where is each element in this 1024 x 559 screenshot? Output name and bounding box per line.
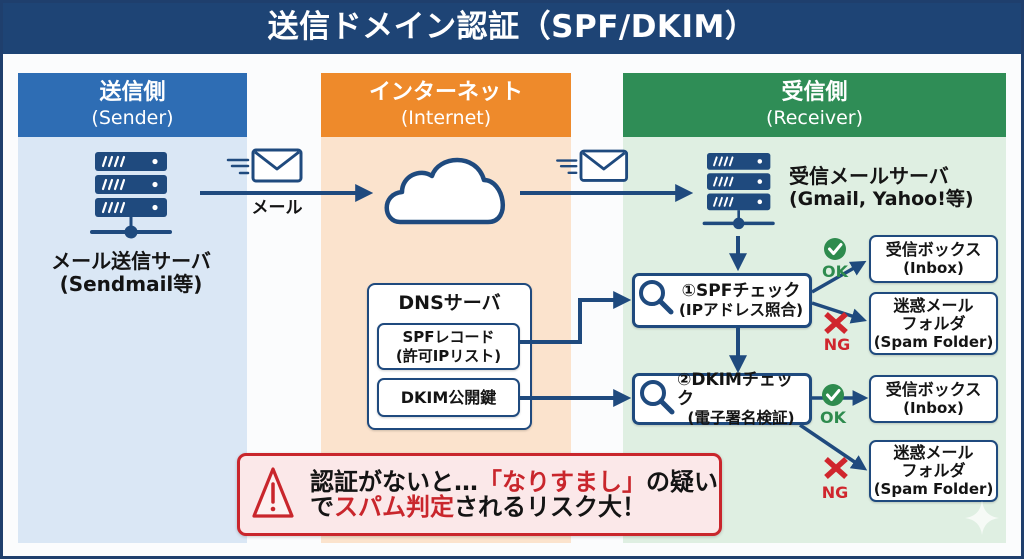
inbox-title: 受信ボックス: [885, 240, 982, 259]
spf-check-box: ①SPFチェック (IPアドレス照合): [632, 273, 812, 328]
dkim-spam-folder-box: 迷惑メール フォルダ (Spam Folder): [869, 440, 998, 502]
receiver-server-example: (Gmail, Yahoo!等): [789, 188, 974, 210]
dkim-check-subtitle: (電子署名検証): [687, 408, 795, 427]
spf-record-box: SPFレコード (許可IPリスト): [377, 323, 520, 370]
column-body-sender: [18, 137, 247, 543]
column-subtitle: (Sender): [91, 107, 174, 129]
column-header-internet: インターネット (Internet): [321, 73, 571, 137]
column-subtitle: (Receiver): [765, 107, 864, 129]
receiver-server-name: 受信メールサーバ: [789, 164, 949, 188]
dkim-check-title: ②DKIMチェック: [677, 369, 793, 409]
column-header-sender: 送信側 (Sender): [18, 73, 247, 137]
warning-text: 認証がないと…「なりすまし」の疑い でスパム判定されるリスク大！: [310, 456, 718, 533]
sender-server-example: (Sendmail等): [59, 272, 203, 296]
spam-subtitle: (Spam Folder): [873, 332, 994, 351]
warning-highlight: スパム判定: [334, 492, 454, 521]
dkim-ng-label: NG: [821, 483, 849, 502]
column-sender: 送信側 (Sender): [18, 73, 247, 543]
dns-server-title: DNSサーバ: [398, 292, 501, 314]
spf-ng-label: NG: [823, 335, 851, 354]
inbox-subtitle: (Inbox): [903, 399, 964, 417]
spf-check-subtitle: (IPアドレス照合): [678, 300, 804, 319]
dns-server-box: DNSサーバ SPFレコード (許可IPリスト) DKIM公開鍵: [367, 283, 532, 430]
spf-spam-folder-box: 迷惑メール フォルダ (Spam Folder): [869, 292, 998, 355]
sender-server-label: メール送信サーバ (Sendmail等): [31, 250, 231, 296]
inbox-subtitle: (Inbox): [903, 259, 964, 277]
column-title: 受信側: [781, 80, 848, 105]
spam-title-2: フォルダ: [901, 461, 966, 480]
warning-text-segment: されるリスク大！: [454, 492, 646, 521]
title-bar: 送信ドメイン認証（SPF/DKIM）: [0, 0, 1024, 54]
page-title: 送信ドメイン認証（SPF/DKIM）: [267, 9, 757, 45]
warning-banner: 認証がないと…「なりすまし」の疑い でスパム判定されるリスク大！: [237, 453, 722, 536]
mail-label: メール: [251, 198, 303, 218]
spam-title-2: フォルダ: [901, 313, 966, 333]
spf-record-subtitle: (許可IPリスト): [395, 346, 502, 365]
receiver-server-label: 受信メールサーバ (Gmail, Yahoo!等): [789, 165, 974, 211]
spam-subtitle: (Spam Folder): [873, 480, 994, 498]
dkim-public-key-box: DKIM公開鍵: [377, 378, 520, 417]
spf-ok-label: OK: [822, 262, 848, 281]
column-header-receiver: 受信側 (Receiver): [623, 73, 1006, 137]
spam-title: 迷惑メール: [893, 443, 974, 462]
sender-server-name: メール送信サーバ: [51, 249, 211, 273]
warning-line-2: でスパム判定されるリスク大！: [310, 492, 713, 521]
warning-text-segment: の疑い: [646, 467, 718, 496]
spf-record-title: SPFレコード: [402, 327, 495, 346]
column-subtitle: (Internet): [400, 107, 492, 129]
dkim-ok-label: OK: [820, 408, 846, 427]
inbox-title: 受信ボックス: [885, 380, 982, 399]
column-title: インターネット: [368, 80, 523, 105]
dkim-check-box: ②DKIMチェック (電子署名検証): [632, 369, 812, 427]
warning-highlight: 「なりすまし」: [478, 467, 646, 496]
column-title: 送信側: [99, 80, 166, 105]
warning-text-segment: で: [310, 492, 334, 521]
warning-text-segment: 認証がないと…: [310, 467, 478, 496]
spf-inbox-box: 受信ボックス (Inbox): [869, 235, 998, 283]
warning-line-1: 認証がないと…「なりすまし」の疑い: [310, 467, 718, 496]
spf-check-title: ①SPFチェック: [681, 280, 801, 301]
spam-title: 迷惑メール: [893, 295, 974, 315]
dkim-public-key-label: DKIM公開鍵: [400, 387, 497, 407]
dkim-inbox-box: 受信ボックス (Inbox): [869, 375, 998, 423]
